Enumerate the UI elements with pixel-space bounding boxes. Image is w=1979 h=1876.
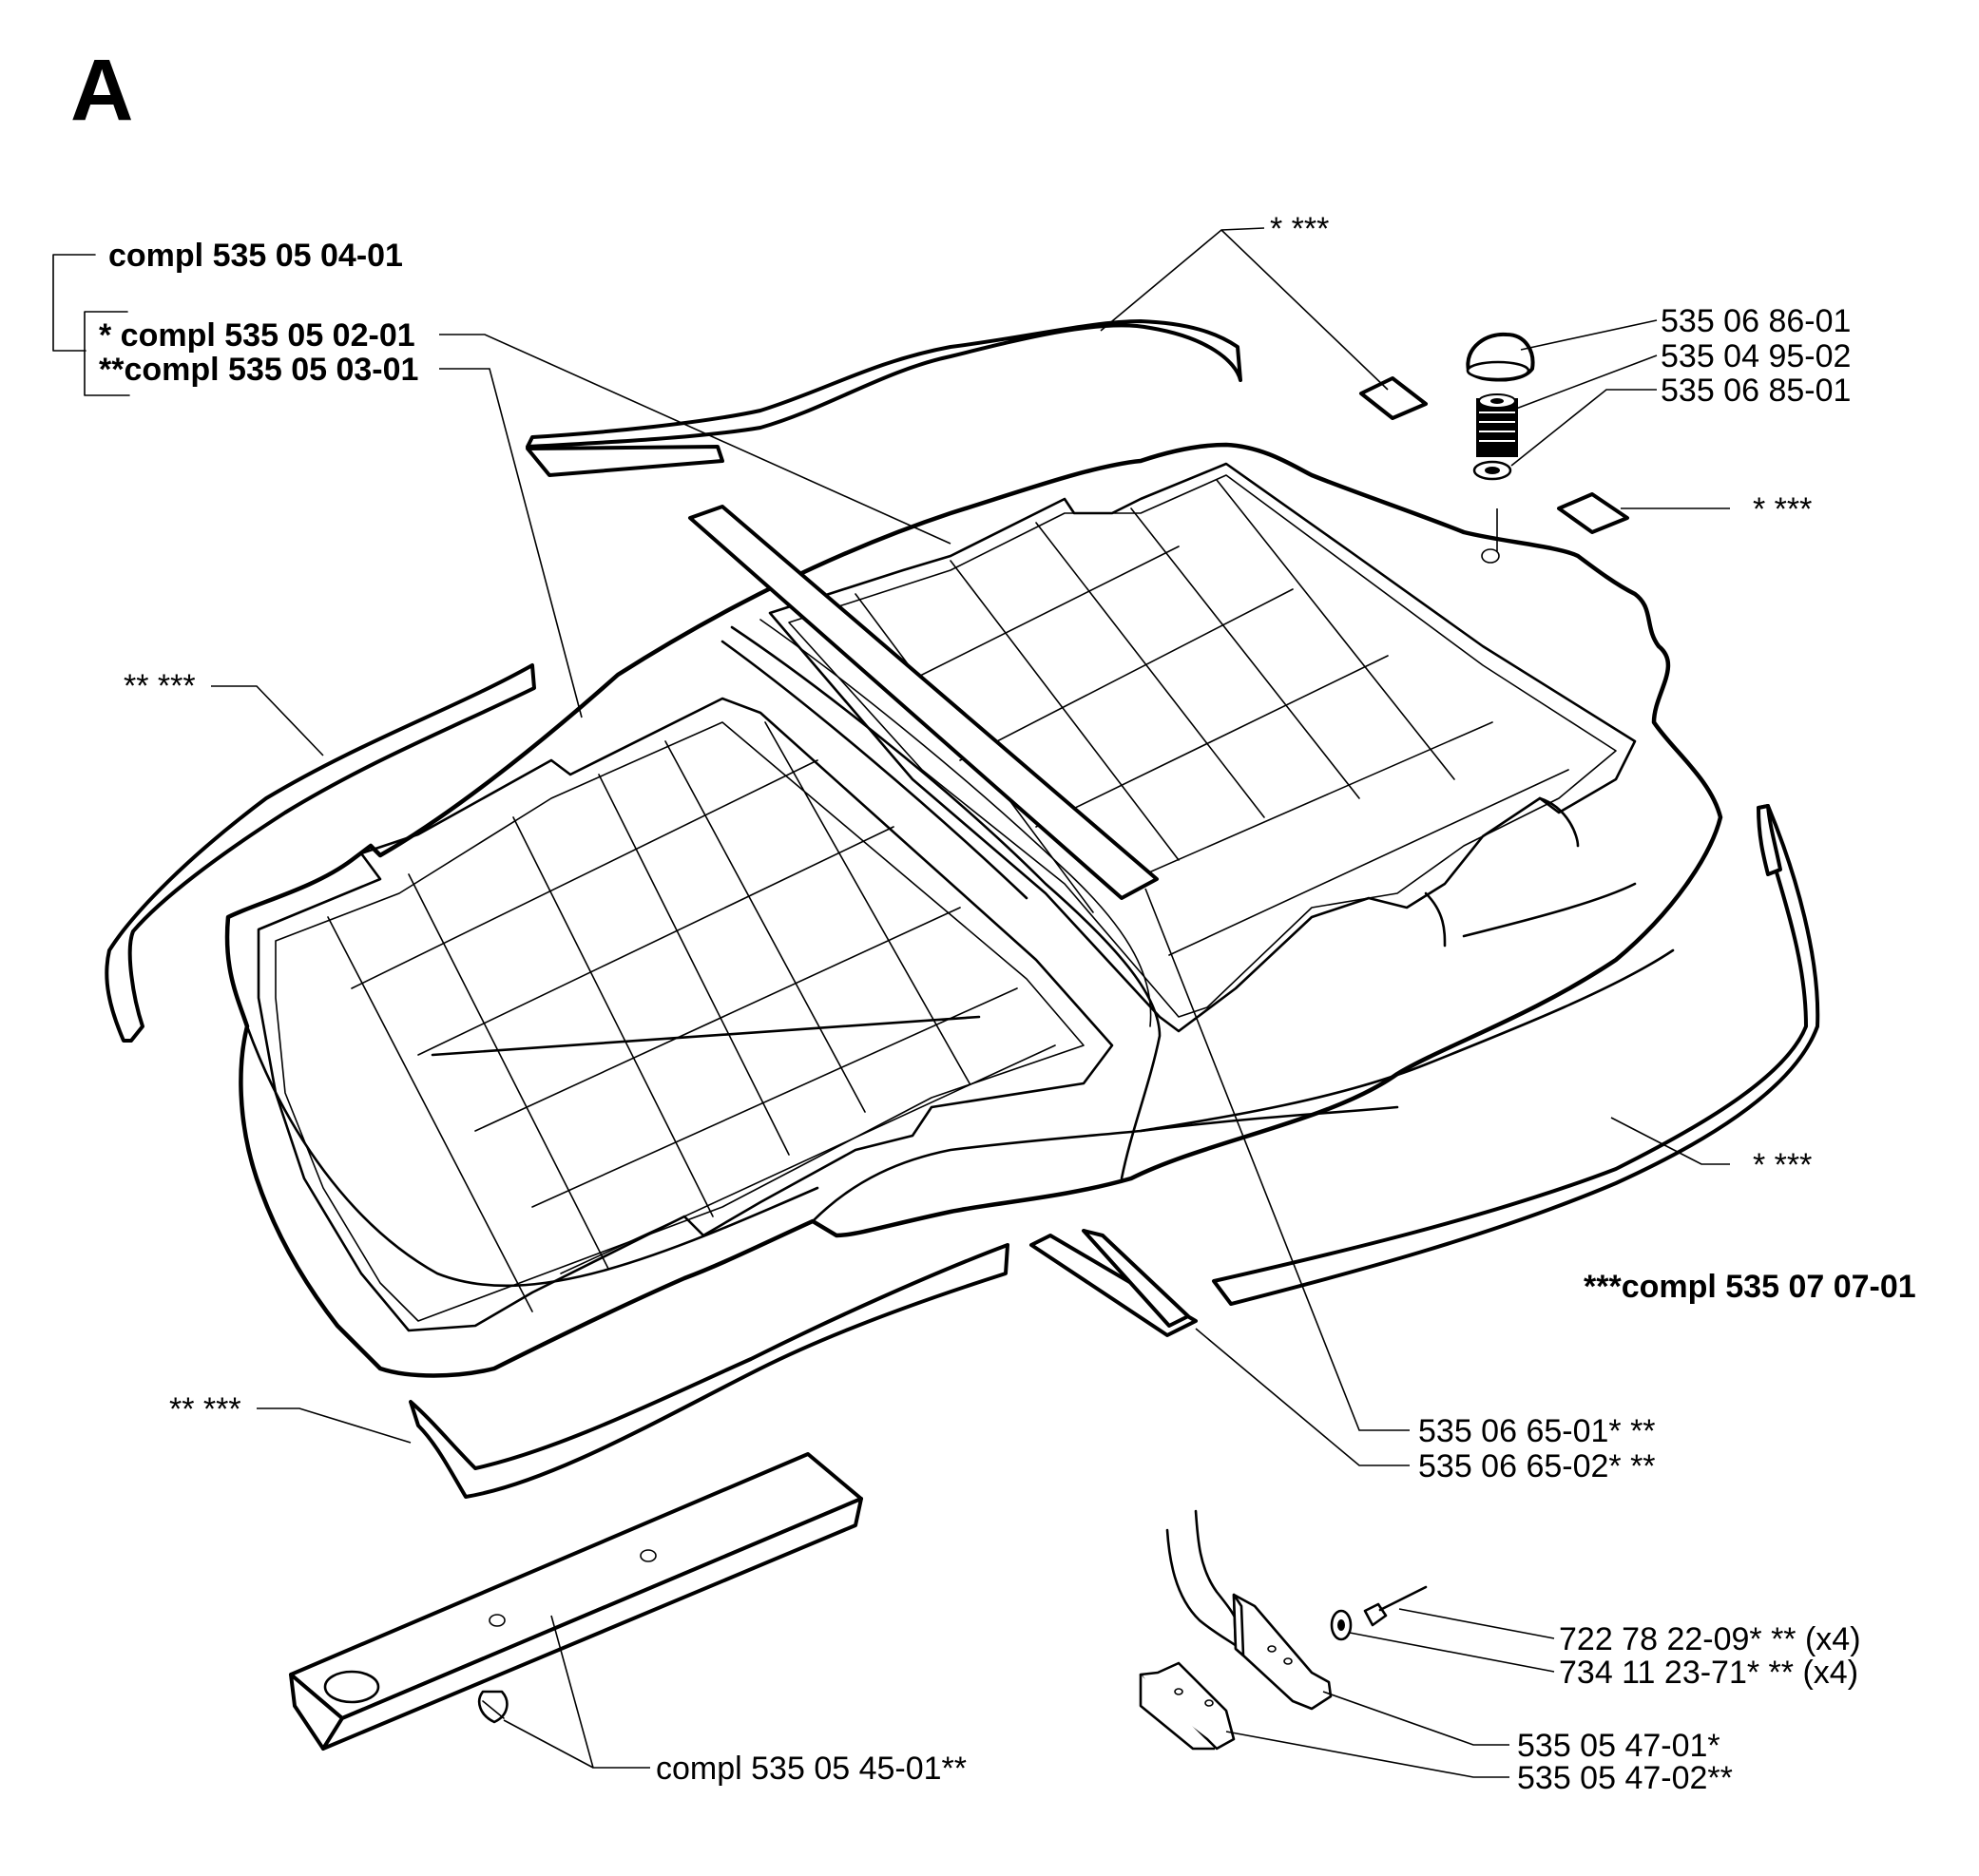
label-right-pad: * *** bbox=[1753, 491, 1812, 527]
square-pad-top bbox=[1359, 376, 1428, 420]
trim-strip-drawing-left-lower bbox=[409, 1243, 1009, 1499]
seat-plate-drawing bbox=[289, 1452, 863, 1751]
label-right-strip: * *** bbox=[1753, 1147, 1812, 1183]
label-bracket-1: 535 05 47-01* bbox=[1517, 1728, 1720, 1764]
label-top-star-triple: * *** bbox=[1270, 211, 1329, 247]
leader-lines bbox=[211, 227, 1730, 1778]
label-compl-triple-star: ***compl 535 07 07-01 bbox=[1584, 1269, 1916, 1305]
label-compl-main: compl 535 05 04-01 bbox=[108, 238, 403, 274]
trim-strip-drawing-top-end bbox=[526, 445, 724, 477]
center-strip-drawing-3 bbox=[1082, 1229, 1190, 1328]
seat-cushion-drawing bbox=[224, 442, 1723, 1378]
bracket-drawing bbox=[1139, 1509, 1428, 1751]
trim-strip-drawing-top bbox=[526, 319, 1242, 449]
label-washer-small: 734 11 23-71* ** (x4) bbox=[1559, 1655, 1858, 1691]
label-knob-cap: 535 06 86-01 bbox=[1661, 303, 1851, 339]
trim-strip-drawing-right-end bbox=[1757, 804, 1782, 876]
label-spring: 535 04 95-02 bbox=[1661, 338, 1851, 374]
label-bracket-2: 535 05 47-02** bbox=[1517, 1760, 1733, 1796]
knob-drawing bbox=[1466, 332, 1535, 481]
label-left-strip-upper: ** *** bbox=[124, 668, 196, 704]
label-washer-top: 535 06 85-01 bbox=[1661, 373, 1851, 409]
label-center-strip-1: 535 06 65-01* ** bbox=[1418, 1413, 1656, 1449]
trim-strip-drawing-left-upper bbox=[105, 663, 536, 1043]
center-strip-drawing bbox=[688, 505, 1159, 900]
label-center-strip-2: 535 06 65-02* ** bbox=[1418, 1448, 1656, 1484]
assembly-bracket-lines bbox=[52, 254, 130, 396]
label-left-strip-lower: ** *** bbox=[169, 1391, 241, 1427]
trim-strip-drawing-right bbox=[1212, 804, 1820, 1306]
label-seat-plate: compl 535 05 45-01** bbox=[656, 1751, 967, 1787]
label-compl-star: * compl 535 05 02-01 bbox=[99, 317, 415, 354]
label-compl-double-star: **compl 535 05 03-01 bbox=[99, 352, 418, 388]
label-rivet: 722 78 22-09* ** (x4) bbox=[1559, 1621, 1861, 1657]
square-pad-right bbox=[1557, 492, 1629, 534]
section-letter: A bbox=[70, 42, 133, 139]
